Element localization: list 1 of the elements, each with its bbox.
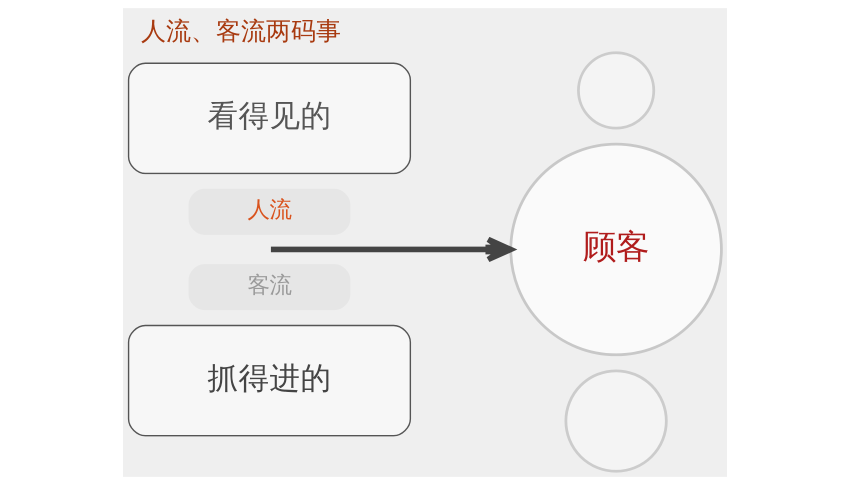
diagram-title: 人流、客流两码事 xyxy=(140,16,341,46)
